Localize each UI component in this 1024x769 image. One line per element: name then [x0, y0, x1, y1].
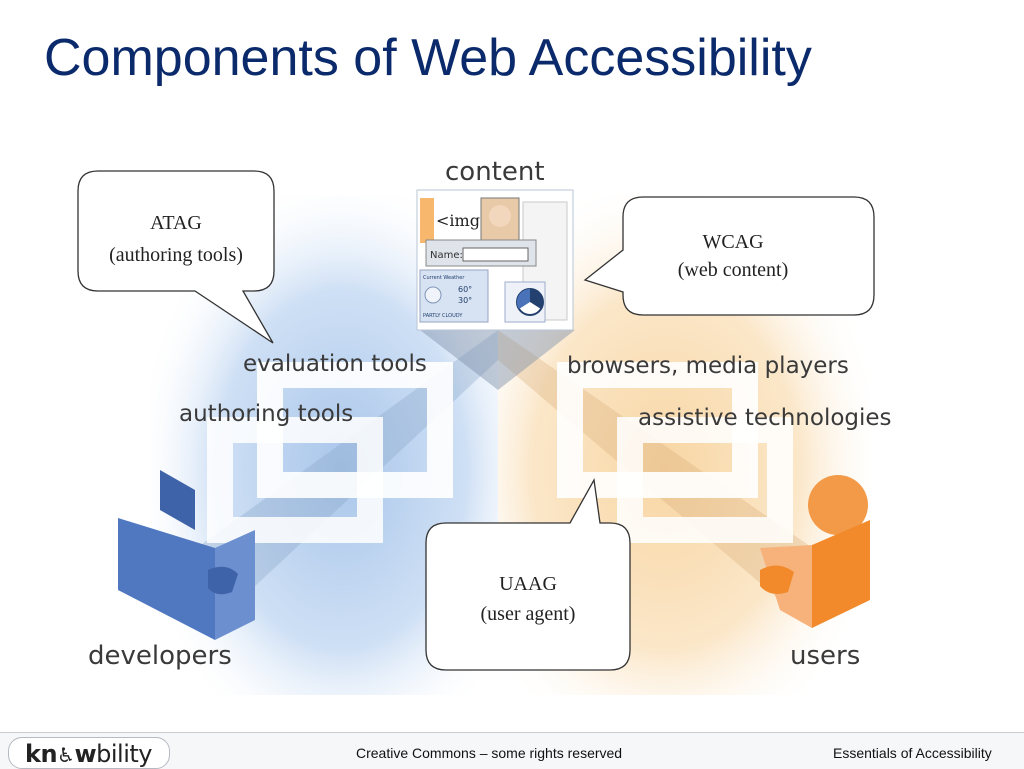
accessibility-diagram: <img Name: Current Weather 60° 30° PARTL… [77, 157, 892, 695]
user-figure [760, 475, 870, 628]
content-label: content [445, 157, 545, 187]
logo-part-kn: kn [25, 740, 58, 768]
temp-low: 30° [458, 296, 472, 305]
wcag-subtitle: (web content) [678, 259, 789, 281]
course-title: Essentials of Accessibility [833, 745, 992, 761]
atag-callout: ATAG (authoring tools) [77, 170, 275, 344]
logo-part-w: w [74, 740, 97, 768]
name-label: Name: [430, 250, 463, 261]
users-label: users [790, 641, 860, 671]
content-beam [420, 330, 575, 390]
browsers-label: browsers, media players [567, 353, 849, 379]
uaag-callout: UAAG (user agent) [425, 477, 631, 671]
slide-title: Components of Web Accessibility [44, 29, 812, 87]
weather-title: Current Weather [423, 275, 465, 281]
uaag-title: UAAG [499, 573, 557, 595]
weather-widget [419, 269, 489, 323]
atag-title: ATAG [150, 212, 202, 234]
developers-label: developers [88, 641, 232, 671]
assistive-tech-frame [617, 417, 793, 543]
wcag-title: WCAG [702, 231, 763, 253]
knowbility-logo: kn♿wbility [8, 737, 170, 769]
logo-part-bility: bility [96, 740, 153, 768]
uaag-subtitle: (user agent) [481, 603, 576, 625]
authoring-tools-label: authoring tools [179, 401, 353, 427]
img-tag-text: <img [436, 211, 480, 230]
content-thumbnail: <img Name: Current Weather 60° 30° PARTL… [416, 189, 574, 331]
slide-footer: kn♿wbility Creative Commons – some right… [0, 732, 1024, 769]
wcag-callout: WCAG (web content) [583, 196, 875, 316]
weather-caption: PARTLY CLOUDY [423, 313, 463, 319]
wheelchair-icon: ♿ [57, 743, 75, 767]
authoring-tools-frame [207, 417, 383, 543]
evaluation-tools-label: evaluation tools [243, 351, 427, 377]
user-head-icon [808, 475, 868, 535]
temp-high: 60° [458, 285, 472, 294]
atag-subtitle: (authoring tools) [109, 244, 243, 266]
name-input-preview [462, 247, 529, 262]
assistive-technologies-label: assistive technologies [638, 405, 892, 431]
license-text: Creative Commons – some rights reserved [356, 745, 623, 761]
developer-hand-icon [208, 566, 238, 595]
user-hand-icon [760, 565, 794, 594]
developer-figure [118, 470, 255, 640]
